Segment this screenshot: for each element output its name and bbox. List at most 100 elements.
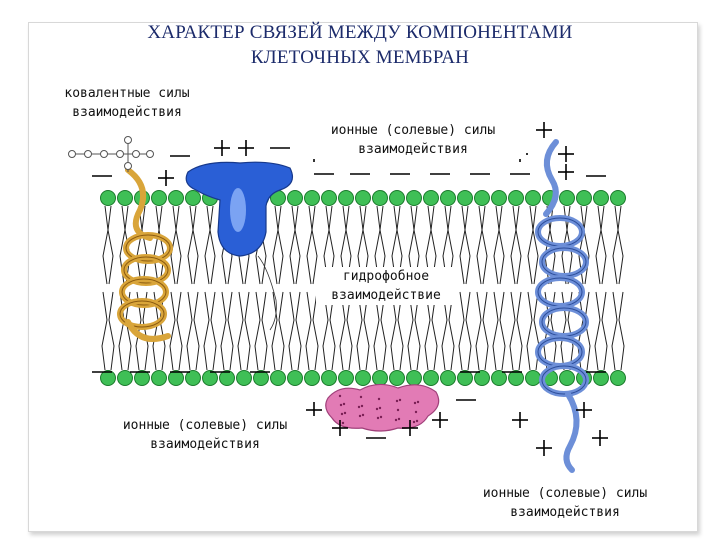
lipid-tails xyxy=(611,205,625,371)
protein-pink-dot xyxy=(343,411,347,415)
lipid-tail-upper xyxy=(141,205,148,285)
plus-sign xyxy=(238,140,254,156)
lipid-tail-lower xyxy=(499,291,506,371)
label-hydrophobic: гидрофобное взаимодействие xyxy=(316,267,456,305)
covalent-chain-node xyxy=(116,150,124,158)
lipid-tail-upper xyxy=(153,205,160,285)
lipid-head-upper xyxy=(117,190,133,206)
label-ionic-left: ионные (солевые) силы взаимодействия xyxy=(95,416,315,454)
lipid-tail-lower xyxy=(210,291,217,371)
lipid-tail-lower xyxy=(322,291,329,371)
lipid-head-lower xyxy=(610,370,626,386)
helix-left-end xyxy=(125,319,171,342)
protein-pink-dot xyxy=(376,416,380,420)
lipid-tail-lower xyxy=(254,291,261,371)
lipid-tails xyxy=(203,205,217,371)
lipid-tail-upper xyxy=(498,205,505,285)
lipid-tail-lower xyxy=(237,291,244,371)
lipid-head-lower xyxy=(236,370,252,386)
protein-pink-dot xyxy=(340,412,344,416)
label-hydrophobic-line2: взаимодействие xyxy=(331,288,441,303)
lipid-tails xyxy=(543,205,557,371)
lipid-head-upper xyxy=(355,190,371,206)
lipid-head-lower xyxy=(491,370,507,386)
plus-sign xyxy=(214,140,230,156)
lipid-head-lower xyxy=(202,370,218,386)
peripheral-protein-bottom xyxy=(325,383,440,432)
lipid-tails xyxy=(458,205,472,371)
plus-sign xyxy=(558,146,574,162)
helix-right-turn-outline xyxy=(541,365,587,395)
lipid-head-lower xyxy=(151,370,167,386)
protein-pink-dot xyxy=(360,404,364,408)
lipid-tail-lower xyxy=(312,291,319,371)
lipid-tail-lower xyxy=(288,291,295,371)
lipid-head-upper xyxy=(593,190,609,206)
lipid-tail-lower xyxy=(186,291,193,371)
title-line-2: КЛЕТОЧНЫХ МЕМБРАН xyxy=(250,47,470,68)
lipid-head-upper xyxy=(100,190,116,206)
lipid-head-lower xyxy=(440,370,456,386)
lipid-tails xyxy=(560,205,574,371)
lipid-tail-lower xyxy=(492,291,499,371)
lipid-head-lower xyxy=(338,370,354,386)
label-ionic-left-line2: взаимодействия xyxy=(150,437,260,452)
covalent-chain-node xyxy=(146,150,154,158)
lipid-head-upper xyxy=(491,190,507,206)
lipid-head-upper xyxy=(372,190,388,206)
protein-pink-body xyxy=(325,383,440,432)
lipid-tail-lower xyxy=(448,291,455,371)
lipid-tail-lower xyxy=(176,291,183,371)
lipid-tail-upper xyxy=(612,205,619,285)
lipid-tail-lower xyxy=(458,291,465,371)
lipid-head-upper xyxy=(168,190,184,206)
lipid-tail-lower xyxy=(329,291,336,371)
covalent-chain-node xyxy=(132,150,140,158)
lipid-tail-lower xyxy=(431,291,438,371)
lipid-tail-upper xyxy=(515,205,522,285)
label-covalent-line1: ковалентные силы xyxy=(64,86,190,101)
protein-pink-dot xyxy=(377,397,381,401)
lipid-head-lower xyxy=(406,370,422,386)
plus-sign xyxy=(306,402,322,418)
lipid-tail-lower xyxy=(424,291,431,371)
lipid-head-lower xyxy=(372,370,388,386)
lipid-tails xyxy=(492,205,506,371)
lipid-tail-upper xyxy=(204,205,211,285)
label-ionic-bottom-line1: ионные (солевые) силы xyxy=(482,486,648,501)
plus-sign xyxy=(536,440,552,456)
lipid-tails xyxy=(186,205,200,371)
lipid-tail-upper xyxy=(311,205,318,285)
protein-pink-dot xyxy=(358,414,362,418)
protein-pink-dot xyxy=(357,405,361,409)
lipid-tail-upper xyxy=(306,205,313,285)
helix-right-turn-outline xyxy=(537,277,583,307)
lipid-head-upper xyxy=(457,190,473,206)
lipid-tail-upper xyxy=(272,205,279,285)
lipid-head-upper xyxy=(440,190,456,206)
lipid-tail-upper xyxy=(277,205,284,285)
protein-blue-tail xyxy=(257,255,277,331)
protein-pink-dot xyxy=(412,420,416,424)
lipid-tail-lower xyxy=(203,291,210,371)
lipid-tail-lower xyxy=(526,291,533,371)
lipid-head-upper xyxy=(406,190,422,206)
lipid-tail-upper xyxy=(289,205,296,285)
lipid-tail-upper xyxy=(192,205,199,285)
lipid-head-upper xyxy=(321,190,337,206)
slide-title: ХАРАКТЕР СВЯЗЕЙ МЕЖДУ КОМПОНЕНТАМИ КЛЕТО… xyxy=(60,20,660,70)
lipid-tail-lower xyxy=(407,291,414,371)
protein-pink-dot xyxy=(394,418,398,422)
lipid-head-lower xyxy=(457,370,473,386)
lipid-head-upper xyxy=(338,190,354,206)
lipid-tail-lower xyxy=(390,291,397,371)
lipid-tail-upper xyxy=(476,205,483,285)
lipid-head-upper xyxy=(151,190,167,206)
lipid-tail-lower xyxy=(101,291,108,371)
lipid-tails xyxy=(101,205,115,371)
lipid-tail-lower xyxy=(414,291,421,371)
lipid-tail-upper xyxy=(459,205,466,285)
lipid-tail-lower xyxy=(261,291,268,371)
helix-right xyxy=(535,139,589,473)
